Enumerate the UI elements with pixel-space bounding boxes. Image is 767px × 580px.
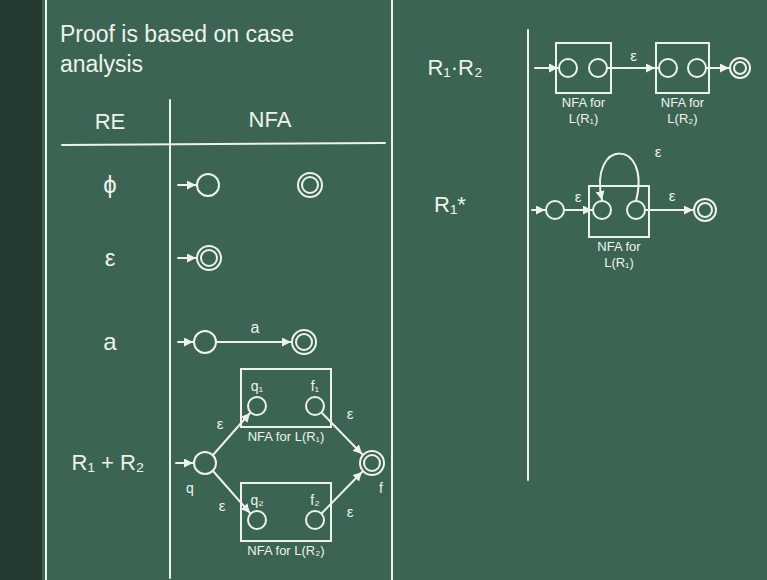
accept-state-inner	[302, 177, 318, 193]
transition-label: a	[249, 319, 262, 337]
board-heading: Proof is based on case analysis	[60, 20, 365, 80]
box-caption: NFA for L(R₂)	[646, 95, 720, 126]
regex-case: R₁*	[432, 192, 468, 217]
nfa-box: NFA for L(R₂)	[655, 42, 710, 94]
accept-state	[298, 173, 322, 197]
box-caption: NFA for L(R₁)	[230, 429, 342, 445]
regex-case: ϕ	[101, 171, 118, 199]
transition-arrow	[322, 472, 362, 513]
accept-state-inner	[698, 203, 712, 217]
transition-label: ε	[653, 143, 664, 160]
transition-label: ε	[217, 497, 228, 514]
transition-arrow	[216, 341, 291, 343]
accept-state-inner	[296, 334, 312, 350]
state-circle	[194, 331, 216, 353]
epsilon-connector	[612, 67, 655, 69]
accept-state	[730, 58, 750, 78]
start-arrow	[176, 462, 193, 464]
transition-label: ε	[215, 415, 226, 432]
accept-state-inner	[734, 62, 746, 74]
state-name: f	[377, 480, 385, 496]
loop-arrow	[600, 154, 639, 201]
start-arrow	[178, 184, 196, 186]
board-divider	[391, 0, 393, 580]
start-arrow	[532, 209, 545, 211]
state-name: f₁	[309, 378, 322, 394]
board-edge	[45, 0, 47, 580]
table-rule	[62, 143, 385, 145]
board-frame	[0, 0, 42, 580]
column-header: RE	[93, 109, 128, 134]
transition-label: ε	[628, 47, 639, 64]
state-circle	[559, 59, 577, 77]
state-circle	[593, 201, 611, 219]
box-caption: NFA for L(R₁)	[582, 239, 656, 270]
regex-case: R₁·R₂	[425, 55, 484, 80]
state-circle	[688, 59, 706, 77]
nfa-box: NFA for L(R₁)	[588, 185, 650, 238]
box-caption: NFA for L(R₂)	[230, 543, 342, 559]
column-header: NFA	[247, 107, 294, 132]
state-circle	[197, 174, 219, 196]
nfa-box: NFA for L(R₁)	[555, 42, 612, 94]
state-name: q₂	[248, 492, 265, 508]
state-circle	[546, 201, 564, 219]
transition-label: ε	[667, 187, 678, 204]
state-name: q₁	[249, 378, 266, 394]
transition-label: ε	[573, 188, 584, 205]
state-circle	[627, 201, 645, 219]
state-circle	[659, 59, 677, 77]
accept-state-inner	[201, 250, 217, 266]
accept-state	[694, 199, 716, 221]
table-divider	[169, 100, 171, 578]
accept-state	[197, 246, 221, 270]
accept-state-inner	[364, 455, 380, 471]
start-arrow	[178, 257, 196, 259]
transition-arrow	[213, 413, 250, 455]
nfa-box: NFA for L(R₂)	[240, 482, 332, 542]
state-circle	[589, 59, 607, 77]
regex-case: ε	[103, 244, 118, 272]
regex-case: a	[101, 328, 118, 356]
accept-state	[292, 330, 316, 354]
transition-arrow	[322, 413, 362, 454]
transition-arrow	[645, 209, 693, 211]
state-name: f₂	[308, 492, 321, 508]
state-name: q	[184, 480, 196, 496]
table-divider	[527, 30, 529, 480]
start-arrow	[178, 341, 193, 343]
accept-state	[360, 451, 384, 475]
regex-case: R₁ + R₂	[70, 450, 147, 475]
box-caption: NFA for L(R₁)	[547, 95, 621, 126]
nfa-box: NFA for L(R₁)	[240, 368, 332, 428]
transition-label: ε	[345, 503, 356, 520]
transition-label: ε	[345, 405, 356, 422]
